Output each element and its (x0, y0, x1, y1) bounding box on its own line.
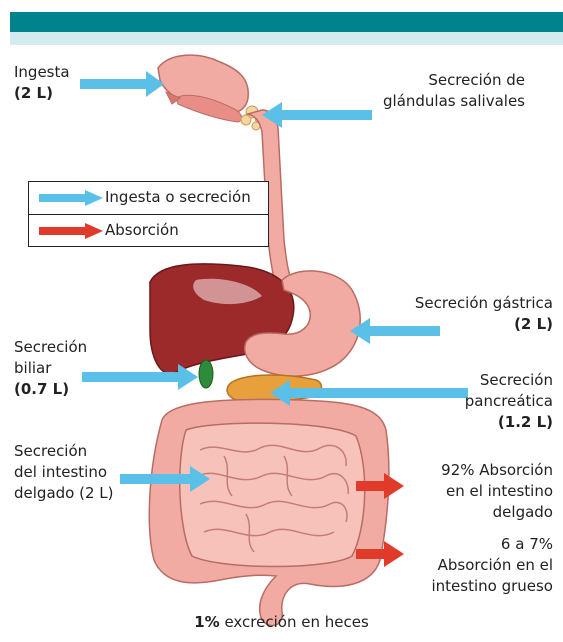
label-intestino-line1: Secreción (14, 441, 114, 462)
legend: Ingesta o secreción Absorción (28, 181, 269, 247)
absorption-arrow-icon (39, 223, 103, 239)
label-pancreatica-volume: (1.2 L) (498, 413, 553, 431)
label-pancreatica-line1: Secreción (465, 370, 553, 391)
label-intestino-line3: delgado (14, 484, 74, 502)
label-pancreatica-line2: pancreática (465, 391, 553, 412)
label-abs-delgado-line1: 92% Absorción (441, 460, 553, 481)
label-intestino-line2: del intestino (14, 462, 114, 483)
label-biliar-line1: Secreción (14, 337, 87, 358)
label-salivales-line1: Secreción de (383, 70, 525, 91)
label-abs-grueso-line3: intestino grueso (431, 576, 553, 597)
arrow-biliar (82, 364, 198, 390)
label-salivales-line2: glándulas salivales (383, 91, 525, 112)
label-ingesta-volume: (2 L) (14, 84, 53, 102)
label-biliar-volume: (0.7 L) (14, 380, 69, 398)
gallbladder (199, 360, 213, 388)
legend-absorption-label: Absorción (105, 220, 179, 241)
label-heces: 1% excreción en heces (0, 612, 563, 633)
label-abs-grueso-line1: 6 a 7% (431, 534, 553, 555)
label-gastrica: Secreción gástrica (2 L) (415, 293, 553, 335)
label-abs-delgado: 92% Absorción en el intestino delgado (441, 460, 553, 523)
label-biliar-line2: biliar (14, 358, 87, 379)
label-abs-grueso: 6 a 7% Absorción en el intestino grueso (431, 534, 553, 597)
label-pancreatica: Secreción pancreática (1.2 L) (465, 370, 553, 433)
label-heces-text: excreción en heces (224, 613, 368, 631)
label-intestino: Secreción del intestino delgado (2 L) (14, 441, 114, 504)
intake-arrow-icon (39, 190, 103, 206)
legend-intake-label: Ingesta o secreción (105, 187, 251, 208)
arrow-ingesta (80, 71, 164, 97)
label-ingesta: Ingesta (2 L) (14, 62, 70, 104)
label-gastrica-text: Secreción gástrica (415, 293, 553, 314)
label-abs-grueso-line2: Absorción en el (431, 555, 553, 576)
label-salivales: Secreción de glándulas salivales (383, 70, 525, 112)
label-abs-delgado-line3: delgado (441, 502, 553, 523)
legend-row-absorption: Absorción (29, 215, 268, 247)
label-abs-delgado-line2: en el intestino (441, 481, 553, 502)
legend-row-intake: Ingesta o secreción (29, 182, 268, 215)
label-gastrica-volume: (2 L) (514, 315, 553, 333)
label-heces-percent: 1% (194, 613, 219, 631)
label-biliar: Secreción biliar (0.7 L) (14, 337, 87, 400)
label-intestino-volume: (2 L) (79, 484, 113, 502)
arrow-salivales (262, 102, 372, 128)
label-ingesta-text: Ingesta (14, 62, 70, 83)
